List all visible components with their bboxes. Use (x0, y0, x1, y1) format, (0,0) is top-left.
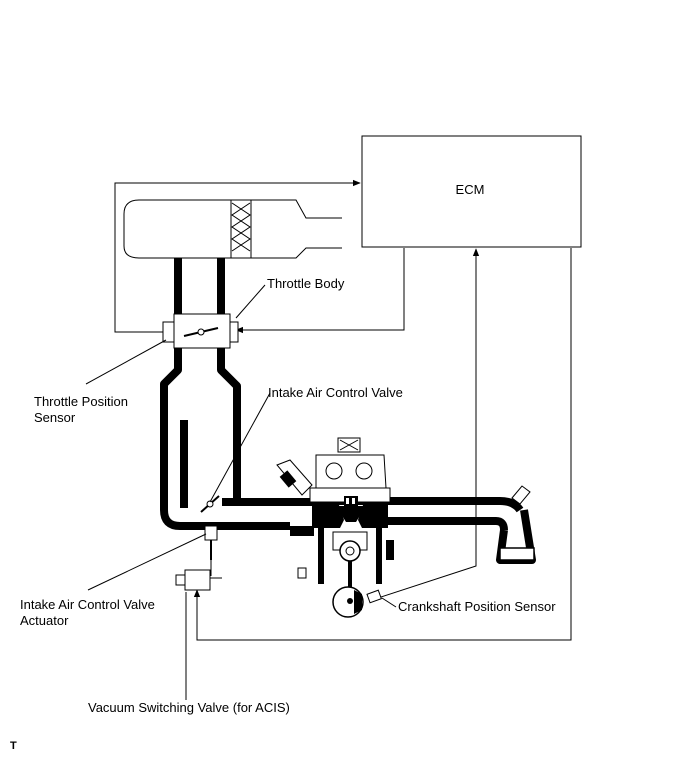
crankshaft-position-sensor-label: Crankshaft Position Sensor (398, 599, 556, 614)
throttle-position-sensor-label-line2: Sensor (34, 410, 76, 425)
throttle-body-leader (235, 284, 266, 319)
iacv-actuator-label-line1: Intake Air Control Valve (20, 597, 155, 612)
air-cleaner (123, 199, 342, 259)
fuel-injector (276, 459, 313, 496)
ecm-to-throttle-wire (235, 248, 405, 334)
crankshaft-position-sensor (366, 589, 382, 604)
engine-cylinder-head (290, 437, 394, 592)
iacv-actuator-leader (87, 533, 207, 591)
corner-mark: T (10, 740, 17, 752)
intake-air-control-valve-label: Intake Air Control Valve (268, 385, 403, 400)
intake-duct (160, 258, 524, 531)
ecm-box (361, 135, 582, 248)
ecm-label: ECM (456, 182, 485, 197)
vacuum-switching-valve-label: Vacuum Switching Valve (for ACIS) (88, 700, 290, 715)
throttle-body (162, 313, 239, 349)
iacv-actuator-label-line2: Actuator (20, 613, 69, 628)
tps-signal-wire (114, 179, 361, 333)
ecm-to-vsv-wire (193, 248, 572, 641)
crank-sensor-leader (381, 597, 397, 608)
iacv-leader (209, 392, 271, 503)
crankshaft-pulley (332, 586, 364, 618)
vacuum-switching-valve (175, 569, 222, 591)
intake-pipe-right (496, 485, 536, 564)
intake-air-control-valve (200, 495, 220, 576)
tps-leader (85, 339, 167, 385)
throttle-body-label: Throttle Body (267, 276, 345, 291)
crank-signal-wire (377, 248, 480, 599)
throttle-position-sensor-label-line1: Throttle Position (34, 394, 128, 409)
